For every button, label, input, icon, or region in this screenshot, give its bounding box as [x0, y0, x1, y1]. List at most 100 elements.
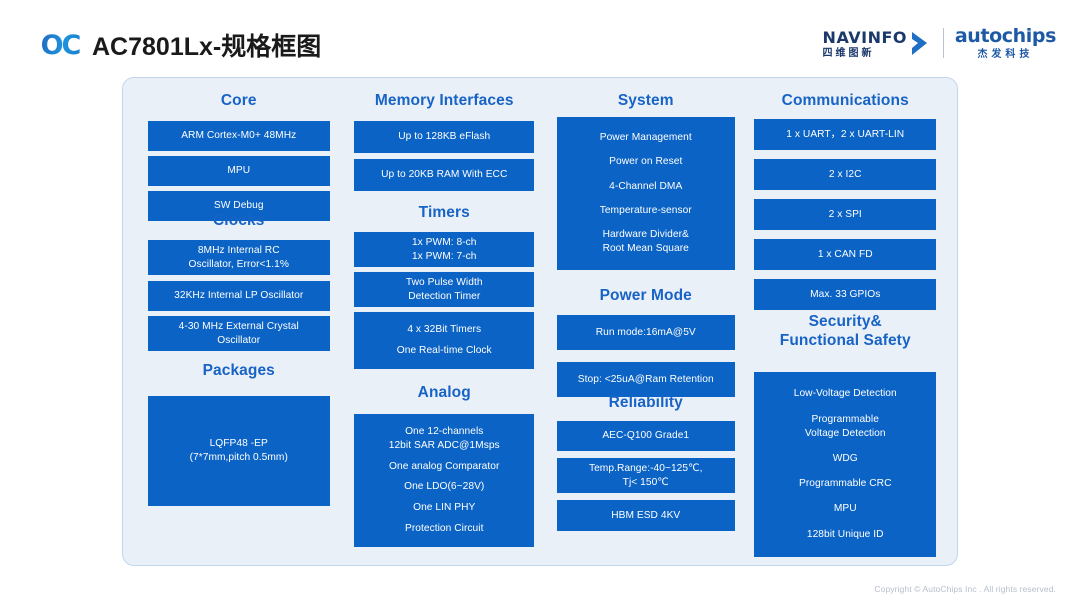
oc-logo-icon: OC	[34, 30, 86, 61]
slide-header: OC AC7801Lx-规格框图 NAVINFO 四维图新 autochips …	[0, 0, 1080, 77]
feature-text-line: Temp.Range:-40~125℃,	[588, 462, 703, 474]
section-title-line: Security&	[808, 313, 882, 330]
feature-item: Power Management	[562, 131, 730, 145]
section-title-core: Core	[220, 92, 257, 109]
feature-text-line: Up to 128KB eFlash	[398, 131, 491, 143]
feature-box-power-run-mode: Run mode:16mA@5V	[556, 315, 735, 350]
feature-text-line: WDG	[832, 452, 858, 464]
feature-text-line: Protection Circuit	[405, 523, 484, 535]
feature-item: WDG	[759, 452, 931, 466]
feature-item: One analog Comparator	[359, 460, 529, 474]
logo-divider	[943, 28, 944, 58]
section-title-timers: Timers	[418, 204, 470, 221]
section-title-reliability: Reliability	[608, 394, 683, 411]
feature-text-line: 8MHz Internal RC	[197, 244, 280, 256]
feature-text-line: 2 x I2C	[828, 168, 862, 180]
feature-box-comm-gpio: Max. 33 GPIOs	[754, 279, 937, 310]
feature-item: One LDO(6~28V)	[359, 480, 529, 494]
feature-text-line: 1 x UART，2 x UART-LIN	[786, 128, 905, 140]
autochips-en-label: autochips	[954, 25, 1057, 47]
feature-box-memory-ram-ecc: Up to 20KB RAM With ECC	[354, 159, 535, 191]
feature-text-line: 4-30 MHz External Crystal	[178, 320, 299, 332]
feature-text-line: HBM ESD 4KV	[611, 509, 681, 521]
feature-item: Programmable CRC	[759, 477, 931, 491]
chevron-right-icon	[909, 29, 931, 59]
feature-text-line: Detection Timer	[408, 290, 481, 302]
feature-box-memory-eflash: Up to 128KB eFlash	[354, 121, 535, 153]
feature-text-line: Programmable	[811, 413, 879, 425]
feature-box-comm-canfd: 1 x CAN FD	[754, 239, 937, 270]
feature-item: Protection Circuit	[359, 522, 529, 536]
feature-text-line: Low-Voltage Detection	[793, 388, 897, 400]
feature-text-line: Up to 20KB RAM With ECC	[381, 169, 508, 181]
section-title-analog: Analog	[417, 384, 471, 401]
feature-text-line: 128bit Unique ID	[806, 528, 884, 540]
navinfo-en-label: NAVINFO	[822, 27, 907, 47]
feature-text-line: 1 x CAN FD	[817, 248, 873, 260]
communications-column-inner: Communications 1 x UART，2 x UART-LIN 2 x I…	[754, 84, 937, 557]
copyright-notice: Copyright © AutoChips Inc . All rights r…	[874, 584, 1056, 594]
feature-text-line: ARM Cortex-M0+ 48MHz	[181, 130, 297, 142]
feature-box-core-mpu: MPU	[147, 156, 330, 186]
feature-box-core-cpu: ARM Cortex-M0+ 48MHz	[147, 121, 330, 151]
feature-text-line: Root Mean Square	[602, 242, 689, 254]
feature-text-line: AEC-Q100 Grade1	[602, 430, 690, 442]
feature-item: One Real-time Clock	[359, 344, 529, 358]
feature-text-line: One Real-time Clock	[396, 345, 492, 357]
feature-box-power-stop-mode: Stop: <25uA@Ram Retention	[556, 362, 735, 397]
section-title-line: Functional Safety	[779, 331, 911, 349]
section-title-clocks: Clocks	[213, 212, 265, 229]
feature-text-line: 1x PWM: 8-ch	[411, 236, 477, 248]
autochips-logo: autochips 杰发科技	[954, 25, 1057, 60]
feature-box-reliability-hbm-esd: HBM ESD 4KV	[556, 500, 735, 531]
feature-item: Hardware Divider&Root Mean Square	[562, 228, 730, 256]
feature-text-line: SW Debug	[213, 200, 264, 212]
feature-box-comm-i2c: 2 x I2C	[754, 159, 937, 190]
autochips-cn-label: 杰发科技	[977, 49, 1034, 60]
section-title-system: System	[617, 92, 674, 109]
feature-box-clocks-internal-rc: 8MHz Internal RC Oscillator, Error<1.1%	[147, 240, 330, 275]
feature-item: 128bit Unique ID	[759, 528, 931, 542]
feature-box-reliability-temp-range: Temp.Range:-40~125℃, Tj< 150℃	[556, 458, 735, 493]
feature-item: MPU	[759, 502, 931, 516]
feature-text-line: Tj< 150℃	[622, 476, 669, 488]
feature-item: One LIN PHY	[359, 501, 529, 515]
navinfo-logo: NAVINFO 四维图新	[823, 26, 931, 62]
feature-text-line: Power Management	[599, 132, 692, 144]
feature-box-comm-uart: 1 x UART，2 x UART-LIN	[754, 119, 937, 150]
feature-box-comm-spi: 2 x SPI	[754, 199, 937, 230]
feature-text-line: Max. 33 GPIOs	[810, 288, 881, 300]
communications-column: Communications 1 x UART，2 x UART-LIN 2 x I…	[745, 84, 945, 557]
feature-box-clocks-lp-osc: 32KHz Internal LP Oscillator	[147, 281, 330, 311]
feature-text-line: One 12-channels	[405, 425, 484, 437]
feature-text-line: 32KHz Internal LP Oscillator	[174, 290, 304, 302]
navinfo-cn-label: 四维图新	[822, 47, 875, 59]
feature-text-line: Two Pulse Width	[405, 276, 483, 288]
feature-text-line: MPU	[227, 165, 251, 177]
feature-text-line: 4 x 32Bit Timers	[407, 324, 482, 336]
feature-box-packages-lqfp48: LQFP48 -EP(7*7mm,pitch 0.5mm)	[147, 396, 330, 506]
section-title-communications: Communications	[781, 92, 909, 109]
feature-text-line: Oscillator, Error<1.1%	[188, 258, 289, 270]
feature-text-line: One LIN PHY	[413, 502, 476, 514]
feature-text-line: Run mode:16mA@5V	[595, 326, 696, 338]
memory-column-inner: Memory Interfaces Up to 128KB eFlash Up to…	[354, 84, 535, 557]
feature-text-line: LQFP48 -EP	[209, 438, 268, 450]
section-title-memory-interfaces: Memory Interfaces	[374, 92, 514, 109]
feature-box-core-swdebug: SW Debug	[147, 191, 330, 221]
